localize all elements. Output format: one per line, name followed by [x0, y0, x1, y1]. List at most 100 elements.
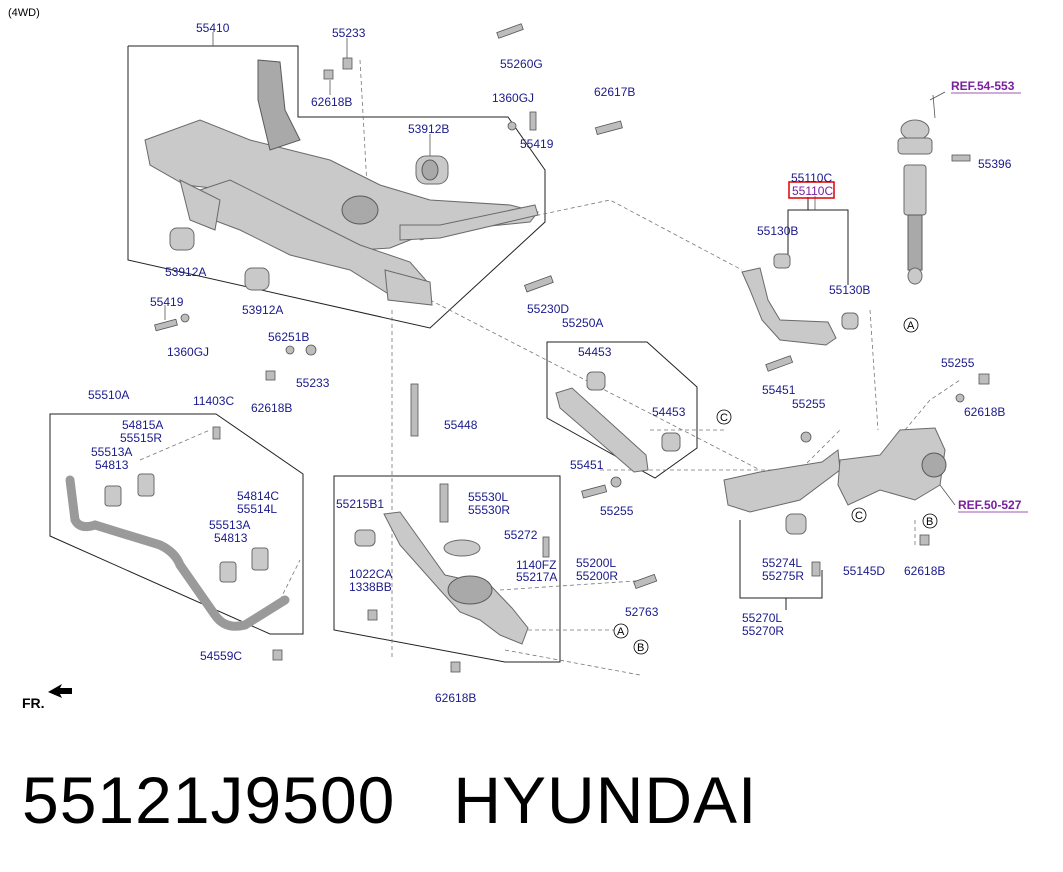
bolt-55451 [581, 484, 608, 499]
part-label: 1022CA [349, 567, 392, 581]
part-label: 54813 [95, 458, 129, 472]
part-label: 54814C [237, 489, 279, 503]
nut-55233 [342, 57, 353, 70]
svg-text:B: B [637, 642, 644, 654]
part-label: 55110C [791, 171, 832, 185]
part-label: 55200L [576, 556, 616, 570]
part-label: 55410 [196, 21, 230, 35]
bolt-55396 [951, 154, 971, 162]
part-label: 55513A [209, 518, 250, 532]
callout-c: C [716, 409, 732, 425]
bushing-53912b [415, 155, 449, 185]
front-label: FR. [22, 695, 45, 711]
nut-62618b [450, 661, 461, 673]
part-label: 55130B [757, 224, 798, 238]
part-label: 62617B [594, 85, 635, 99]
part-label: 1140FZ [516, 558, 556, 572]
nut-1022ca [367, 609, 378, 621]
bolt-55419 [154, 318, 178, 332]
nut-54559c [272, 649, 283, 661]
part-label: 54453 [652, 405, 686, 419]
bolt-55230d [524, 275, 554, 293]
part-label: 62618B [904, 564, 945, 578]
part-label: 56251B [268, 330, 309, 344]
bolt-62617b [594, 120, 623, 136]
callout-a: A [903, 317, 919, 333]
stabilizer-bar [65, 473, 290, 631]
upper-arm-bracket [807, 197, 849, 285]
rear-subframe [144, 59, 539, 306]
reference-label[interactable]: REF.54-553 [951, 79, 1015, 93]
stabilizer-box [49, 413, 304, 635]
washer-55255 [955, 393, 965, 403]
upper-arm-bracket-left [787, 209, 808, 268]
part-label: 62618B [311, 95, 352, 109]
svg-text:C: C [855, 510, 863, 522]
nut-62618b [265, 370, 276, 381]
part-label: 55217A [516, 570, 557, 584]
part-label: 55145D [843, 564, 885, 578]
part-label: 1360GJ [492, 91, 534, 105]
part-number: 55121J9500 [22, 763, 396, 837]
reference-label[interactable]: REF.50-527 [958, 498, 1022, 512]
svg-text:C: C [720, 412, 728, 424]
washer-55255 [610, 476, 622, 488]
front-direction-arrow [48, 684, 72, 698]
part-label: 62618B [964, 405, 1005, 419]
bolt-55145d [811, 561, 821, 577]
brand-name: HYUNDAI [453, 763, 758, 837]
rear-knuckle [837, 427, 947, 506]
part-label: 53912B [408, 122, 449, 136]
part-label: 55215B1 [336, 497, 384, 511]
nut-55233 [305, 344, 317, 356]
part-label: 54815A [122, 418, 163, 432]
part-label: 55513A [91, 445, 132, 459]
part-label: 55270R [742, 624, 784, 638]
bushing-54453 [586, 371, 606, 391]
bolt-55260g [496, 23, 524, 39]
part-label: 55130B [829, 283, 870, 297]
guide-line [139, 429, 211, 461]
part-label: 55260G [500, 57, 543, 71]
bolt-1140fz [542, 536, 550, 558]
trailing-arm-bracket-right [786, 570, 823, 599]
part-label: 62618B [251, 401, 292, 415]
part-label: 55272 [504, 528, 538, 542]
bolt-55419 [529, 111, 537, 131]
lateral-link [555, 371, 681, 473]
bushing-54453 [661, 432, 681, 452]
nut-62618b [323, 69, 334, 80]
upper-control-arm [741, 253, 859, 346]
part-label: 55255 [792, 397, 826, 411]
bushing-53912a-left [169, 227, 195, 251]
callout-c: C [851, 507, 867, 523]
nut-62618b [919, 534, 930, 546]
part-label: 54813 [214, 531, 248, 545]
part-label: 1360GJ [167, 345, 209, 359]
svg-text:A: A [907, 320, 915, 332]
part-label: 55255 [600, 504, 634, 518]
washer-56251b [285, 345, 295, 355]
part-label: 54559C [200, 649, 242, 663]
part-label: 55451 [570, 458, 604, 472]
bushing-53912a-right [244, 267, 270, 291]
trailing-arm [723, 449, 841, 535]
exploded-parts-diagram: (4WD) [8, 7, 1028, 711]
part-label: 55530R [468, 503, 510, 517]
part-label: 62618B [435, 691, 476, 705]
part-label: 55530L [468, 490, 508, 504]
bushing-55130b [773, 253, 791, 269]
highlighted-part-label[interactable]: 55110C [792, 184, 833, 198]
guide-line [504, 649, 641, 676]
guide-line [904, 379, 961, 431]
link-box [546, 341, 698, 479]
part-label: 52763 [625, 605, 659, 619]
part-label: 55274L [762, 556, 802, 570]
trailing-arm-bracket [739, 520, 787, 610]
guide-line [279, 559, 301, 601]
part-label: 11403C [193, 394, 234, 408]
nut-62618b [978, 373, 990, 385]
bolt-55451 [765, 355, 794, 372]
part-label: 53912A [165, 265, 206, 279]
part-label: 55233 [296, 376, 330, 390]
